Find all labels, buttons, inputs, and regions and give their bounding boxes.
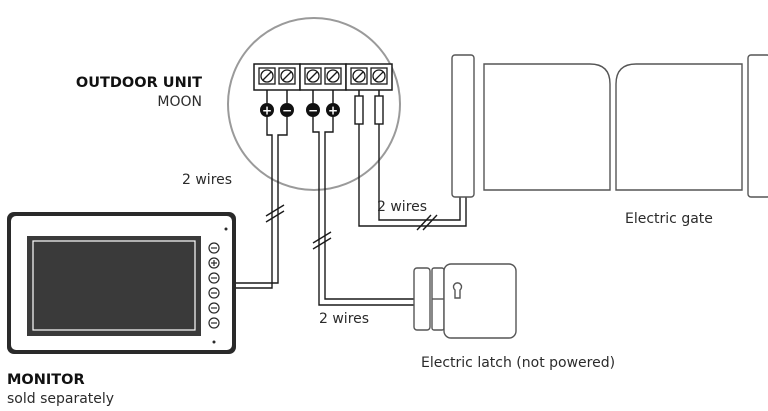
svg-text:−: − [308,104,318,118]
wire-count-label-gate: 2 wires [377,199,428,215]
svg-text:+: + [328,104,338,118]
monitor-button-column [208,242,220,329]
monitor-title: MONITOR [7,372,85,388]
screw-terminal [324,67,342,85]
electric-latch [413,263,517,339]
polarity-minus-icon: − [306,103,320,118]
wire-count-label-latch: 2 wires [319,311,370,327]
outdoor-unit-title: OUTDOOR UNIT [75,75,202,91]
polarity-plus-icon: + [260,103,274,118]
screw-terminal [304,67,322,85]
monitor-note: sold separately [7,391,115,407]
screw-terminal [278,67,296,85]
screw-terminal [258,67,276,85]
screw-terminal [370,67,388,85]
monitor-device [7,212,236,354]
outdoor-unit-model: MOON [157,94,202,110]
terminal-block [253,63,393,91]
wire-count-label-monitor: 2 wires [182,172,233,188]
polarity-plus-icon: + [326,103,340,118]
latch-wire-pair [312,117,414,306]
screw-terminal [350,67,368,85]
keyhole-icon [452,282,463,299]
electric-gate [451,54,768,198]
polarity-minus-icon: − [280,103,294,118]
monitor-wire-pair [236,117,288,289]
svg-text:−: − [282,104,292,118]
terminal-zoom-circle [227,17,401,191]
gate-label: Electric gate [625,211,713,227]
latch-label: Electric latch (not powered) [421,355,616,371]
svg-text:+: + [262,104,272,118]
gate-wire-pair [354,95,467,231]
